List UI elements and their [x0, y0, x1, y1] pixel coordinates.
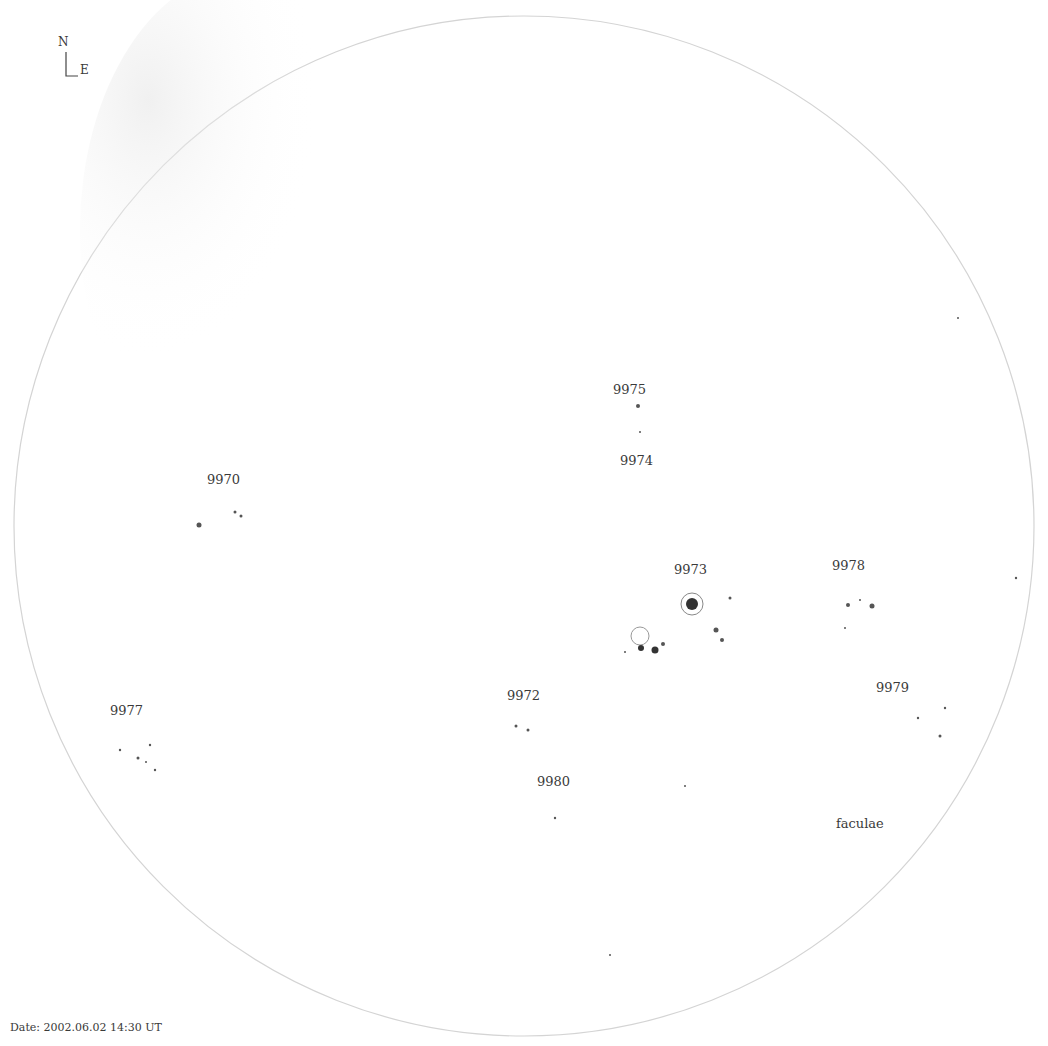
group-number: 9970 — [207, 473, 240, 486]
group-number: 9977 — [110, 704, 143, 717]
scan-shading — [80, 0, 420, 490]
group-number: 9980 — [537, 775, 570, 788]
date-stamp: Date: 2002.06.02 14:30 UT — [10, 1022, 162, 1033]
group-number: 9972 — [507, 689, 540, 702]
note: faculae — [836, 817, 884, 830]
orientation-mark — [66, 52, 78, 76]
group-number: 9975 — [613, 383, 646, 396]
sunspots — [119, 317, 1017, 956]
group-number: 9978 — [832, 559, 865, 572]
group-number: 9974 — [620, 454, 653, 467]
group-number: 9973 — [674, 563, 707, 576]
group-number: 9979 — [876, 681, 909, 694]
compass-letter: E — [80, 64, 89, 76]
compass-letter: N — [58, 36, 69, 48]
